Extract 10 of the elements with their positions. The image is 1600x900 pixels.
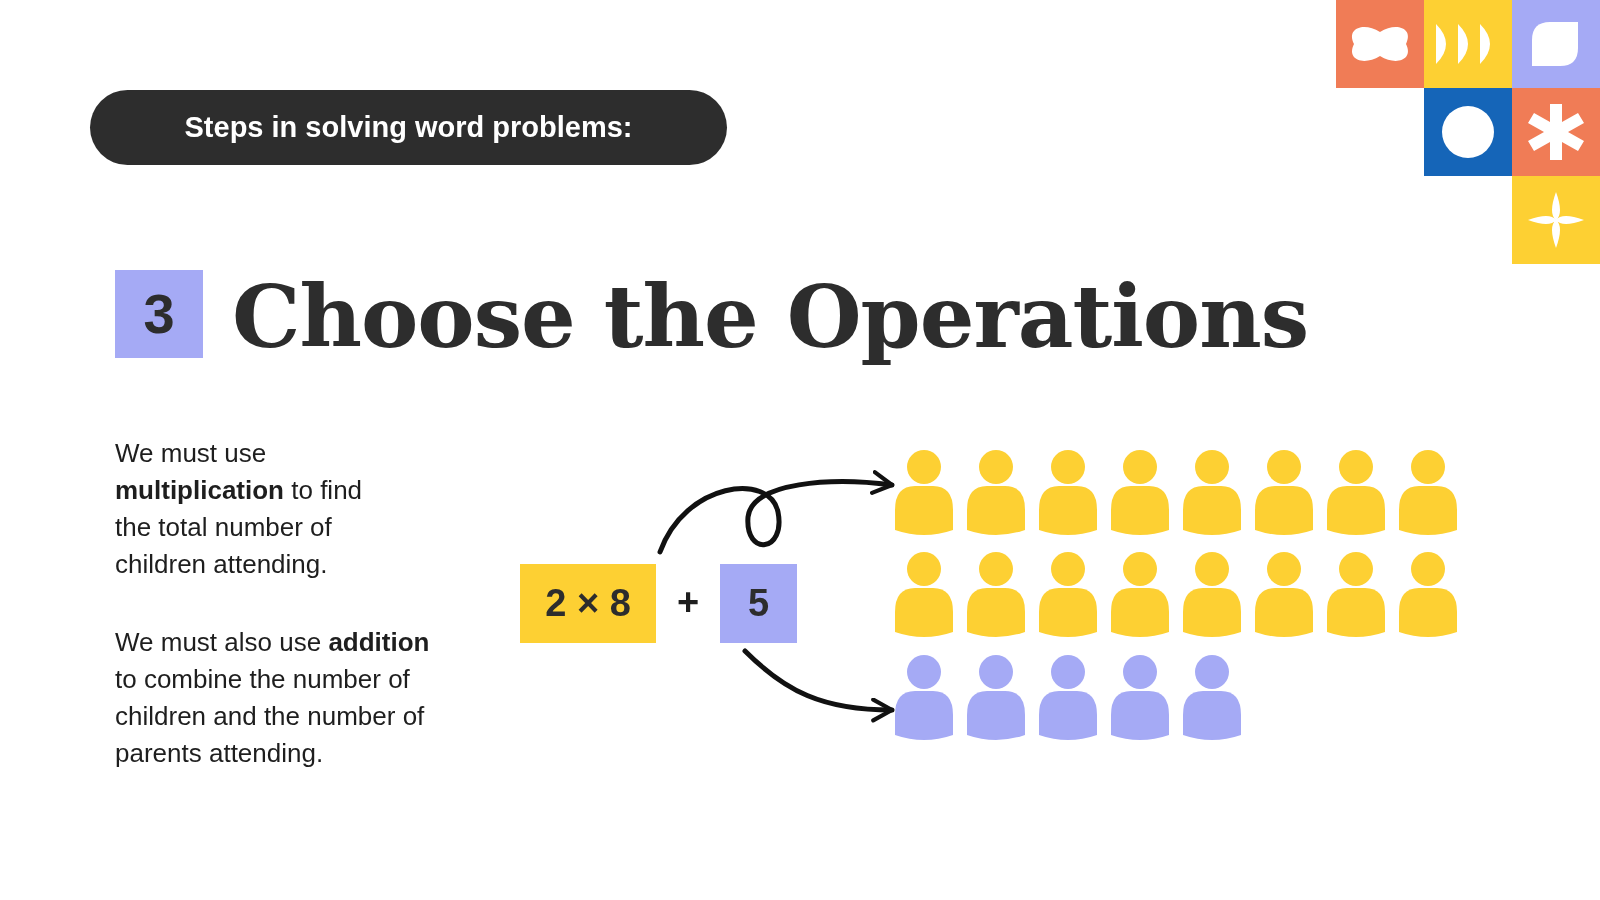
heading-pill: Steps in solving word problems:	[90, 90, 727, 165]
expression-box: 5	[720, 564, 797, 643]
step-number-box: 3	[115, 270, 203, 358]
expression-box: 2 × 8	[520, 564, 656, 643]
plus-sign: +	[675, 582, 701, 622]
title: Choose the Operations	[232, 265, 1309, 369]
explanation-paragraph: We must also use addition to combine the number of children and the number of parents attending.	[115, 626, 431, 770]
curved-arrow	[657, 470, 895, 555]
curved-arrow	[742, 648, 895, 723]
explanation-paragraph: We must use multiplication to find the total number of children attending.	[115, 437, 364, 581]
